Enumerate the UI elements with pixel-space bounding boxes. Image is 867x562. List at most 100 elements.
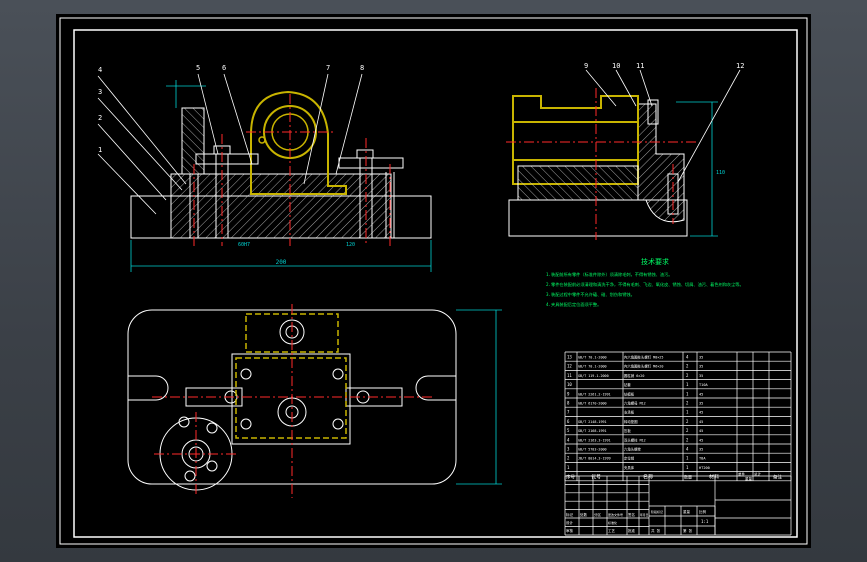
side-view: 110 9 10 11 12 — [506, 62, 744, 240]
tech-req-title: 技术要求 — [641, 257, 669, 266]
parts-row-qty: 2 — [686, 373, 689, 378]
parts-row-no: 6 — [567, 419, 570, 424]
top-view — [127, 304, 502, 498]
title-label-sign: 签名 — [628, 512, 635, 517]
parts-row-qty: 2 — [686, 419, 689, 424]
title-scale-value: 1:1 — [701, 519, 709, 524]
balloon-7: 7 — [326, 64, 330, 72]
parts-header-weight: 重量 — [745, 476, 753, 481]
inner-frame — [73, 29, 798, 538]
parts-row-name: 内六角圆柱头螺钉 M8×25 — [624, 355, 663, 360]
parts-row-no: 1 — [567, 465, 570, 470]
parts-row-no: 9 — [567, 391, 570, 396]
parts-row-code: GB/T 2168-1991 — [578, 429, 607, 433]
balloon-6: 6 — [222, 64, 226, 72]
parts-row-material: T10A — [699, 383, 708, 387]
tech-req-line-2: 2.零件在装配前必须清理和清洗干净，不得有毛刺、飞边、氧化皮、锈蚀、切屑、油污、… — [546, 281, 744, 288]
balloon-10: 10 — [612, 62, 620, 70]
parts-row-material: 35 — [699, 374, 703, 378]
parts-row-material: 45 — [699, 438, 703, 442]
tech-req-line-1: 1.装配前所有零件（标准件除外）须清除毛刺，不得有锈蚀、油污。 — [546, 271, 672, 278]
title-label-sheet-no: 第 张 — [683, 528, 693, 533]
title-label-approve: 批准 — [628, 528, 636, 533]
parts-header-material: 材料 — [709, 474, 719, 481]
balloon-12: 12 — [736, 62, 744, 70]
parts-row-name: 夹具体 — [624, 465, 635, 470]
title-label-mark: 标记 — [566, 512, 574, 517]
front-view: 200 60H7 120 4 3 2 1 5 6 7 8 — [97, 64, 432, 272]
dim-height: 120 — [346, 242, 355, 248]
title-label-count: 处数 — [580, 512, 588, 517]
parts-header-remark: 备注 — [773, 474, 782, 481]
parts-row-material: T8A — [699, 457, 706, 461]
parts-row-code: GB/T 70.1-2000 — [578, 365, 607, 369]
tech-req-line-4: 4.夹具装配后定位面须平整。 — [546, 301, 601, 308]
parts-row-material: 45 — [699, 429, 703, 433]
parts-row-code: GB/T 5783-2000 — [578, 448, 607, 452]
drawing-canvas[interactable]: 200 60H7 120 4 3 2 1 5 6 7 8 — [56, 14, 811, 548]
parts-row-qty: 1 — [686, 382, 689, 387]
parts-row-no: 13 — [567, 355, 572, 360]
parts-row-no: 11 — [567, 373, 572, 378]
parts-row-no: 4 — [567, 437, 570, 442]
parts-row-qty: 4 — [686, 447, 689, 452]
dim-overall-width: 200 — [276, 259, 287, 266]
parts-row-no: 12 — [567, 364, 572, 369]
parts-row-qty: 1 — [686, 456, 689, 461]
title-label-zone: 分区 — [594, 512, 602, 517]
parts-row-name: 六角头螺栓 — [624, 447, 642, 452]
parts-row-qty: 2 — [686, 437, 689, 442]
title-label-design: 设计 — [566, 520, 574, 525]
parts-row-name: 内六角圆柱头螺钉 M6×20 — [624, 364, 663, 369]
parts-row-no: 8 — [567, 401, 570, 406]
parts-row-name: 支承板 — [624, 410, 635, 415]
parts-row-qty: 4 — [686, 355, 689, 360]
parts-row-material: 45 — [699, 420, 703, 424]
parts-row-material: 35 — [699, 402, 703, 406]
support-block — [181, 107, 205, 175]
dim-fit: 60H7 — [238, 242, 250, 248]
drill-plate — [637, 103, 685, 223]
title-label-change-doc: 更改文件号 — [608, 512, 623, 517]
parts-row-name: 双头螺柱 M12 — [624, 437, 646, 442]
parts-row-code: GB/T 2163.3-1991 — [578, 438, 611, 442]
balloon-8: 8 — [360, 64, 364, 72]
parts-row-material: 35 — [699, 448, 703, 452]
parts-row-code: GB/T 2148-1991 — [578, 420, 607, 424]
parts-row-name: 定位销 — [624, 456, 635, 461]
parts-row-code: GB/T 2261.2-1991 — [578, 392, 611, 396]
parts-row-no: 7 — [567, 410, 570, 415]
parts-row-qty: 1 — [686, 465, 689, 470]
title-label-weight: 重量 — [683, 509, 691, 514]
parts-row-qty: 2 — [686, 401, 689, 406]
balloon-9: 9 — [584, 62, 588, 70]
parts-row-name: 压板 — [624, 428, 631, 433]
parts-row-no: 3 — [567, 447, 570, 452]
parts-row-name: 圆柱销 6×20 — [624, 373, 644, 378]
title-block: 标记处数分区更改文件号签名年月日设计标准化阶段标记重量比例审核工艺批准共 张第 … — [564, 475, 792, 536]
parts-row-qty: 2 — [686, 364, 689, 369]
parts-header-name: 名称 — [643, 474, 653, 481]
title-label-stage: 阶段标记 — [651, 509, 663, 514]
parts-row-name: 六角螺母 M12 — [624, 401, 646, 406]
parts-header-qty: 数量 — [684, 474, 692, 480]
cad-viewport[interactable]: 200 60H7 120 4 3 2 1 5 6 7 8 — [56, 14, 811, 548]
balloon-4: 4 — [98, 66, 102, 74]
parts-row-name: 钻模板 — [624, 391, 635, 396]
parts-row-qty: 2 — [686, 428, 689, 433]
clamp-left — [195, 153, 259, 165]
parts-row-code: GB/T 6170-2000 — [578, 402, 607, 406]
parts-row-material: HT200 — [699, 466, 710, 470]
parts-row-material: 35 — [699, 356, 703, 360]
parts-row-code: GB/T 119.1-2000 — [578, 374, 609, 378]
parts-header-unit: 单件 — [738, 472, 746, 477]
title-label-date: 年月日 — [640, 513, 649, 517]
title-label-scale: 比例 — [699, 509, 707, 514]
balloon-3: 3 — [98, 88, 102, 96]
title-label-process: 工艺 — [608, 528, 616, 533]
parts-row-qty: 1 — [686, 391, 689, 396]
parts-row-code: GB/T 70.1-2000 — [578, 356, 607, 360]
parts-header-no: 序号 — [566, 474, 575, 481]
parts-row-qty: 1 — [686, 410, 689, 415]
